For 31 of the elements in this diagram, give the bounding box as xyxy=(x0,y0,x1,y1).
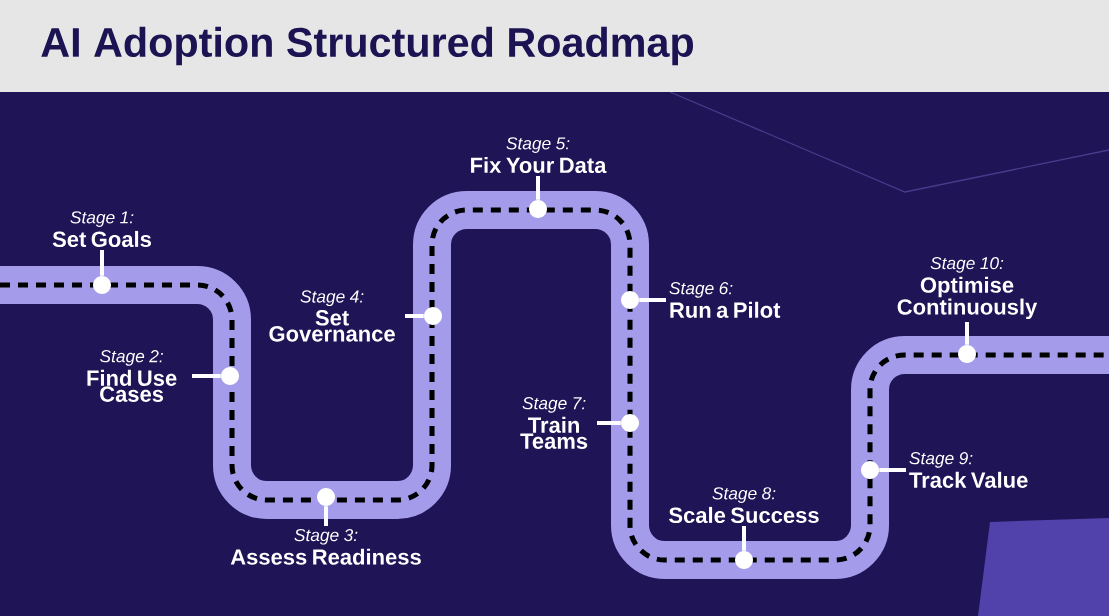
stage-dot xyxy=(424,307,442,325)
stage-label: Stage 9: Track Value xyxy=(909,452,1028,488)
stage-dot xyxy=(621,414,639,432)
stage-label: Stage 1: Set Goals xyxy=(52,211,151,248)
stage-label: Stage 7: Train Teams xyxy=(520,397,588,449)
stage-dot xyxy=(93,276,111,294)
stage-dot xyxy=(735,551,753,569)
stage-dot xyxy=(621,291,639,309)
title-banner: AI Adoption Structured Roadmap xyxy=(0,0,1109,92)
stage-label: Stage 3: Assess Readiness xyxy=(230,528,421,565)
leader-line xyxy=(879,468,906,472)
stage-label: Stage 6: Run a Pilot xyxy=(669,282,781,318)
leader-line xyxy=(100,250,104,276)
leader-line xyxy=(965,322,969,345)
stage-dot xyxy=(221,367,239,385)
leader-line xyxy=(639,298,666,302)
stage-label: Stage 8: Scale Success xyxy=(669,487,819,524)
leader-line xyxy=(192,374,221,378)
leader-line xyxy=(536,176,540,200)
leader-line xyxy=(324,506,328,526)
stage-label: Stage 4: Set Governance xyxy=(269,290,395,342)
stage-label: Stage 2: Find Use Cases xyxy=(87,350,177,402)
leader-line xyxy=(405,314,424,318)
stage-label: Stage 5: Fix Your Data xyxy=(471,137,607,174)
leader-line xyxy=(597,421,621,425)
stage-label: Stage 10: Optimise Continuously xyxy=(897,257,1038,320)
stage-dot xyxy=(529,200,547,218)
leader-line xyxy=(742,526,746,551)
stage-dot xyxy=(861,461,879,479)
stage-dot xyxy=(958,345,976,363)
stage-dot xyxy=(317,488,335,506)
